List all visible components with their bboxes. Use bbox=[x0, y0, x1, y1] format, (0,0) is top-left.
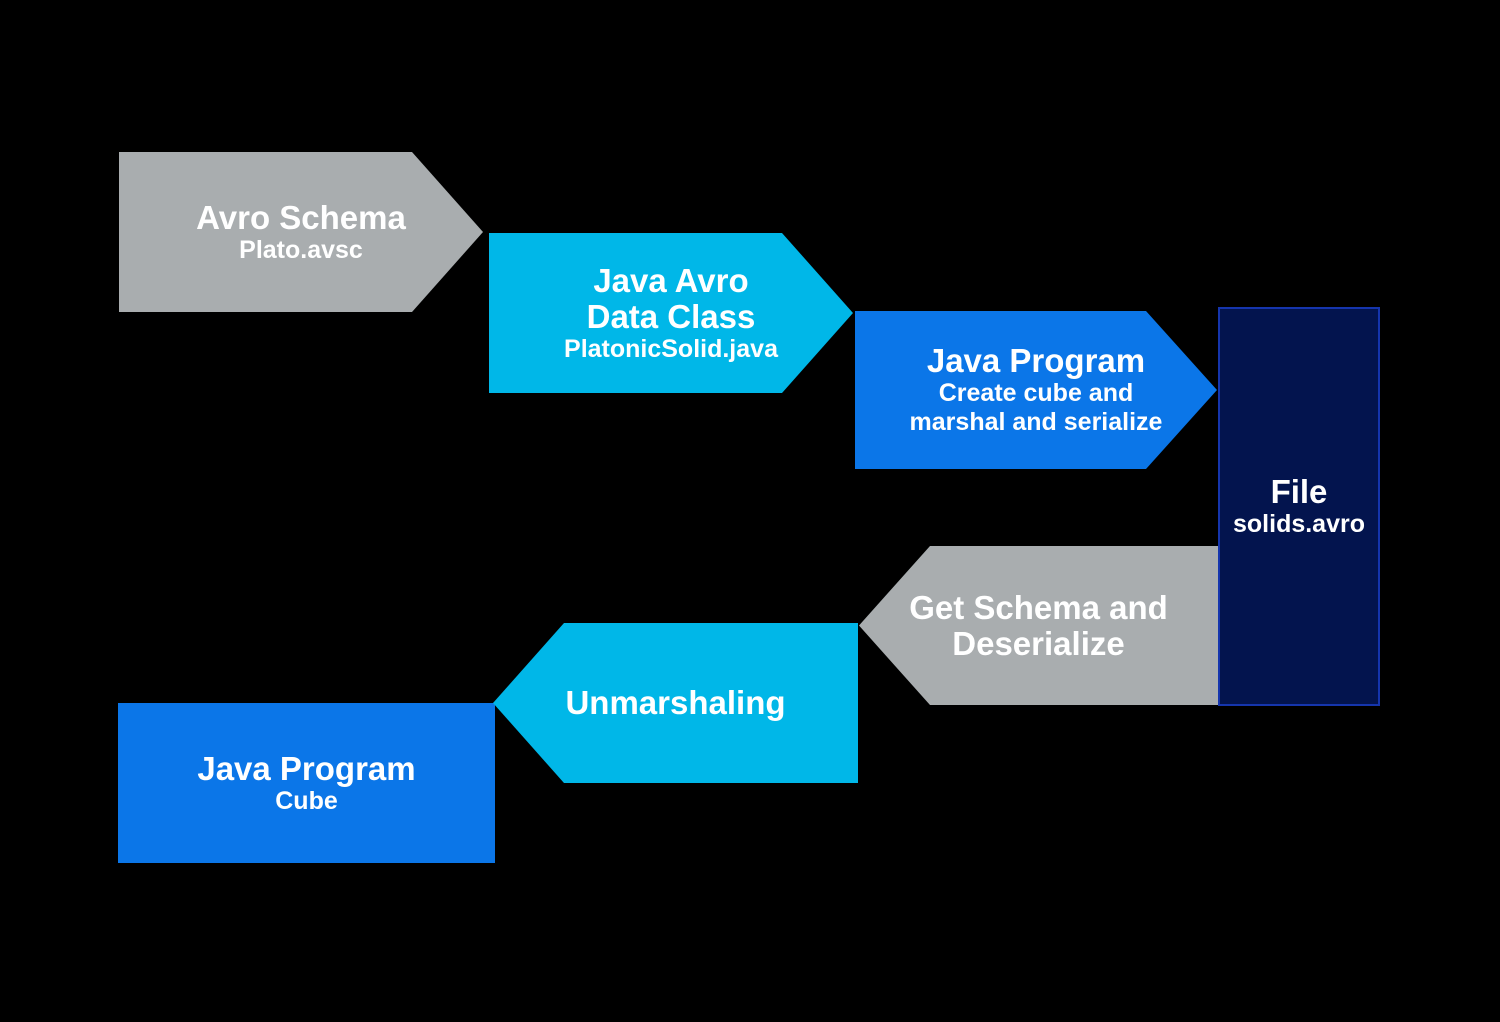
node-java-avro-title-line1: Java Avro bbox=[593, 261, 749, 299]
node-avro-schema-title: Avro Schema bbox=[196, 198, 406, 236]
node-avro-schema-subtitle: Plato.avsc bbox=[239, 235, 363, 264]
node-java-avro-title-line2: Data Class bbox=[586, 297, 756, 335]
node-avro-schema: Avro Schema Plato.avsc bbox=[119, 152, 483, 312]
node-file-subtitle: solids.avro bbox=[1233, 510, 1365, 538]
node-java-program-serialize-subtitle-line2: marshal and serialize bbox=[909, 408, 1163, 436]
node-file-title: File bbox=[1270, 473, 1328, 510]
node-unmarshaling: Unmarshaling bbox=[493, 623, 858, 783]
node-get-schema-deserialize: Get Schema and Deserialize bbox=[859, 546, 1218, 705]
node-java-program-cube-subtitle: Cube bbox=[275, 786, 338, 815]
node-java-program-serialize: Java Program Create cube and marshal and… bbox=[855, 311, 1217, 469]
node-java-avro-data-class: Java Avro Data Class PlatonicSolid.java bbox=[489, 233, 853, 393]
node-unmarshaling-title: Unmarshaling bbox=[565, 684, 786, 721]
node-java-program-serialize-subtitle-line1: Create cube and bbox=[938, 379, 1134, 407]
node-java-program-serialize-title: Java Program bbox=[926, 342, 1146, 379]
node-get-schema-title-line2: Deserialize bbox=[952, 624, 1125, 662]
node-java-program-cube: Java Program Cube bbox=[118, 703, 495, 863]
node-java-program-cube-title: Java Program bbox=[197, 749, 416, 787]
node-file-solids-avro: File solids.avro bbox=[1218, 307, 1380, 706]
node-get-schema-title-line1: Get Schema and bbox=[909, 588, 1168, 626]
node-java-avro-subtitle: PlatonicSolid.java bbox=[564, 334, 778, 363]
